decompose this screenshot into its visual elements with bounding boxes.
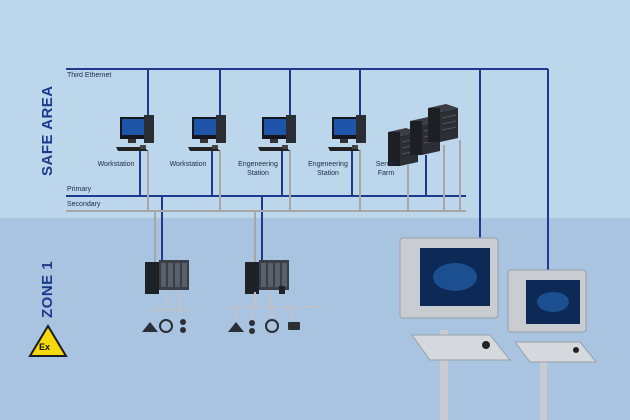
operator-panel-large [399,237,512,420]
field-device-line [228,292,322,318]
safe-area-zone [0,0,630,218]
workstation-icon [258,115,296,151]
node-label-engineering-2: Engeneering Station [308,161,348,177]
workstation-icon [328,115,366,151]
node-label-workstation-2: Workstation [169,161,207,168]
primary-label: Primary [67,186,92,193]
primary-bus [66,150,466,265]
node-label-workstation-1: Workstation [97,161,135,168]
node-label-engineering-1: Engeneering Station [238,161,278,177]
remote-io-icon [145,260,189,294]
secondary-bus [66,140,466,265]
ex-hazard-icon [28,324,68,357]
node-label-server-farm: Server Farm [375,161,397,177]
sensor-icons [228,319,300,334]
third-ethernet-bus [66,68,549,270]
remote-io-icon [245,260,289,294]
workstation-icon [188,115,226,151]
ex-label: Ex [39,342,51,352]
operator-panel-small [507,269,598,420]
zone1-label: ZONE 1 [39,260,56,318]
sensor-icons [142,319,186,333]
field-device-line [148,292,190,311]
third-ethernet-label: Third Ethernet [67,72,112,79]
safe-area-label: SAFE AREA [39,85,56,176]
workstation-icon [116,115,154,151]
secondary-label: Secondary [67,201,101,208]
server-farm-icon [388,104,458,166]
